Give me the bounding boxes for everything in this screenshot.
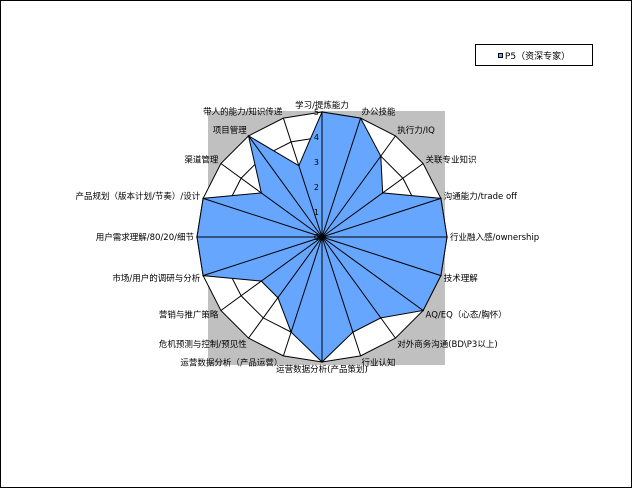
axis-label: 运营数据分析(产品策划) (276, 364, 368, 375)
axis-label: 用户需求理解/80/20/细节 (96, 232, 195, 243)
axis-label: 营销与推广策略 (159, 310, 219, 321)
spoke (321, 236, 362, 357)
spoke (248, 236, 323, 339)
spoke (321, 117, 362, 238)
tick-label: 5 (314, 108, 319, 117)
axis-label: 带人的能力/知识传递 (203, 106, 283, 117)
axis-label: 办公技能 (362, 106, 397, 117)
legend-label: P5（资深专家） (504, 51, 571, 62)
spoke (321, 236, 396, 339)
axis-label: 技术理解 (444, 273, 479, 284)
spoke (220, 163, 323, 238)
axis-label: 对外商务沟通(BD\P3以上) (397, 339, 497, 350)
tick-label: 1 (314, 208, 319, 217)
spoke (202, 197, 323, 238)
spoke (321, 197, 442, 238)
axis-label: 行业融入感/ownership (450, 232, 539, 243)
axis-label: 关联专业知识 (426, 154, 477, 165)
tick-label: 4 (314, 133, 319, 142)
axis-label: 执行力/IQ (397, 125, 435, 136)
axis-label: 沟通能力/trade off (444, 191, 518, 202)
axis-label: 渠道管理 (184, 154, 219, 165)
tick-label: 3 (314, 158, 319, 167)
axis-label: 项目管理 (213, 125, 248, 136)
axis-label: 危机预测与控制/预见性 (159, 339, 247, 350)
axis-label: 学习/提炼能力 (295, 100, 349, 111)
legend-swatch (497, 52, 503, 58)
axis-label: 产品规划（版本计划/节奏）/设计 (76, 191, 201, 202)
spoke (321, 135, 396, 238)
tick-label: 0 (314, 233, 319, 242)
spoke (282, 117, 323, 238)
spoke (202, 236, 323, 277)
spoke (321, 163, 424, 238)
spoke (321, 236, 442, 277)
spoke (282, 236, 323, 357)
tick-label: 2 (314, 183, 319, 192)
axis-label: 行业认知 (362, 358, 396, 369)
spoke (248, 135, 323, 238)
axis-label: AQ/EQ（心态/胸怀） (426, 310, 507, 321)
radial-tick-labels: 0 1 2 3 4 5 (314, 108, 319, 242)
axis-label: 市场/用户的调研与分析 (112, 273, 200, 284)
radar-spokes (197, 112, 447, 362)
spoke (220, 236, 323, 311)
axis-label: 运营数据分析（产品运营） (180, 358, 282, 369)
spoke (321, 236, 424, 311)
legend: P5（资深专家） (475, 44, 593, 66)
